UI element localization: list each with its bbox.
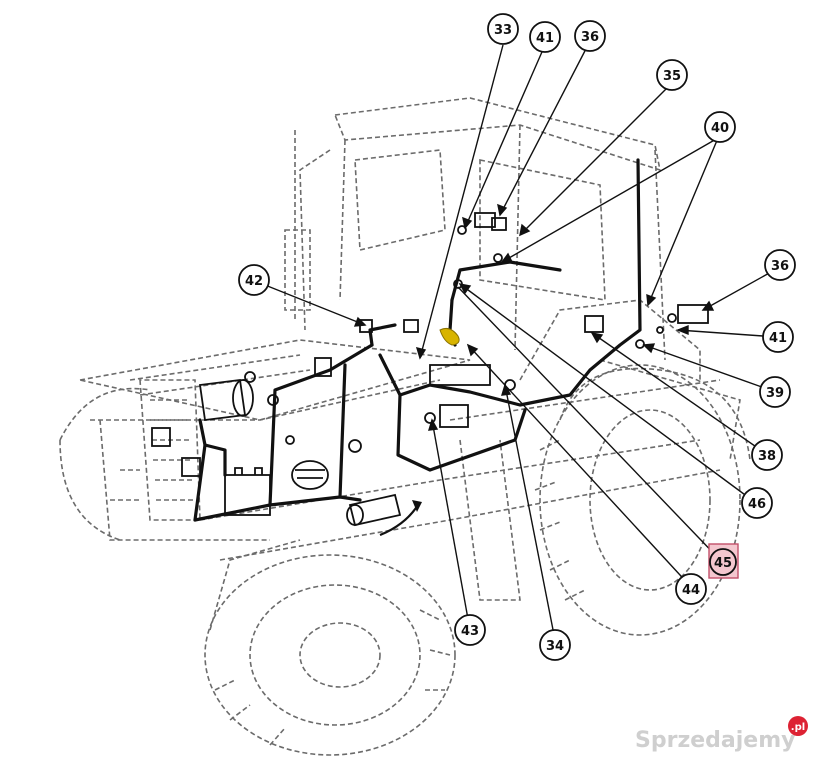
headlight-left — [151, 427, 171, 447]
callout-46-label: 46 — [748, 497, 766, 512]
callout-42: 42 — [238, 264, 270, 296]
callout-36-right: 36 — [764, 249, 796, 281]
callouts: 33 41 36 35 40 36 41 39 — [238, 13, 796, 661]
components — [151, 212, 709, 527]
leader-lines — [254, 44, 781, 646]
wiring-harness — [193, 158, 642, 522]
watermark: Sprzedajemy .pl — [635, 716, 808, 753]
callout-45: 45 — [708, 543, 739, 579]
callout-39: 39 — [759, 376, 791, 408]
callout-44: 44 — [675, 573, 707, 605]
callout-40-label: 40 — [711, 121, 729, 136]
connector-highlight — [439, 328, 460, 346]
callout-38: 38 — [751, 439, 783, 471]
alternator — [291, 460, 329, 490]
callout-36-top: 36 — [574, 20, 606, 52]
callout-34: 34 — [539, 629, 571, 661]
callout-43: 43 — [454, 614, 486, 646]
ignition-coil — [314, 357, 332, 377]
callout-33-label: 33 — [494, 23, 512, 38]
callout-41-right-label: 41 — [769, 331, 787, 346]
callout-33: 33 — [487, 13, 519, 45]
callout-45-label: 45 — [714, 556, 732, 571]
callout-41-top: 41 — [529, 21, 561, 53]
callout-41-right: 41 — [762, 321, 794, 353]
watermark-suffix: .pl — [791, 722, 805, 733]
callout-36-right-label: 36 — [771, 259, 789, 274]
rear-light — [677, 304, 709, 324]
callout-41-top-label: 41 — [536, 31, 554, 46]
callout-35: 35 — [656, 59, 688, 91]
headlight-right — [181, 457, 201, 477]
tractor-outline — [59, 97, 751, 756]
callout-42-label: 42 — [245, 274, 263, 289]
callout-46: 46 — [741, 487, 773, 519]
callout-36-top-label: 36 — [581, 30, 599, 45]
callout-43-label: 43 — [461, 624, 479, 639]
callout-35-label: 35 — [663, 69, 681, 84]
watermark-text: Sprzedajemy — [635, 728, 796, 753]
starter-motor — [348, 493, 402, 527]
callout-34-label: 34 — [546, 639, 564, 654]
instrument-box — [439, 404, 469, 428]
callout-39-label: 39 — [766, 386, 784, 401]
callout-40: 40 — [704, 111, 736, 143]
callout-38-label: 38 — [758, 449, 776, 464]
callout-44-label: 44 — [682, 583, 700, 598]
